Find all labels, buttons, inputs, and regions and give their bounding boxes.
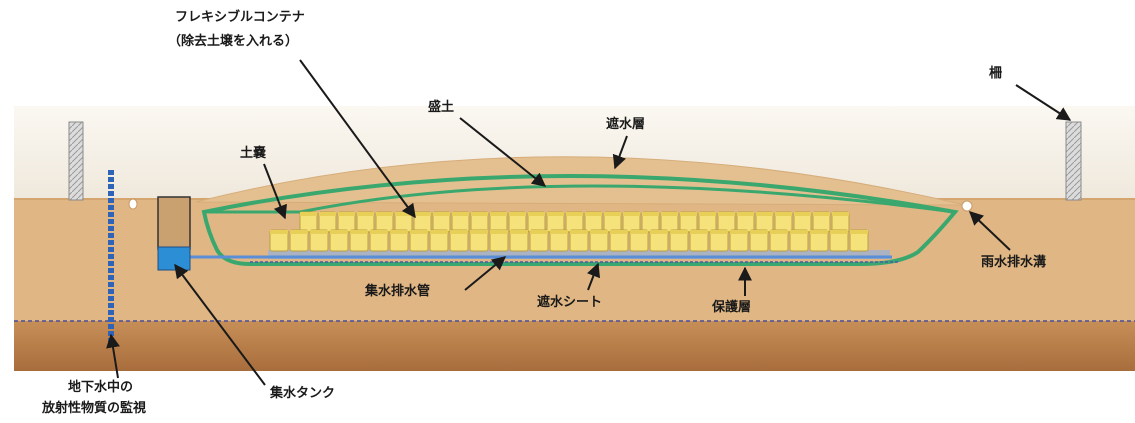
sandbag-label: 土嚢 [240, 146, 267, 161]
container-bag-top [433, 212, 450, 216]
upper-cover-line [204, 184, 956, 214]
container-bag-top [661, 212, 678, 216]
container-bag-top [775, 212, 792, 216]
container-bag-top [850, 230, 868, 234]
waterproof-layer-envelope [201, 174, 959, 266]
container-bag-top [350, 230, 368, 234]
container-bag-top [604, 212, 621, 216]
container-bag-top [680, 212, 697, 216]
container-bag-top [390, 230, 408, 234]
container-bag-top [832, 212, 849, 216]
fence-right [1065, 121, 1082, 201]
collection-tank-shaft [157, 196, 191, 250]
collection-tank [157, 246, 191, 271]
waterproof-layer-label: 遮水層 [606, 117, 646, 132]
container-bag-top [630, 230, 648, 234]
leader-lines [106, 59, 1072, 386]
waterproof-sheet-label: 遮水シート [537, 295, 603, 310]
flexible-container-note-label: （除去土壌を入れる） [168, 34, 299, 49]
container-bag-top [566, 212, 583, 216]
container-bag-top [650, 230, 668, 234]
container-bag-top [790, 230, 808, 234]
collection-tank-label: 集水タンク [270, 386, 336, 401]
container-bag-top [450, 230, 468, 234]
container-bag-top [395, 212, 412, 216]
groundwater-monitoring-label-line2: 放射性物質の監視 [42, 401, 147, 416]
container-bag-top [756, 212, 773, 216]
container-bag-top [452, 212, 469, 216]
container-bag-top [430, 230, 448, 234]
container-bag-top [794, 212, 811, 216]
container-bag-top [770, 230, 788, 234]
container-bag-top [699, 212, 716, 216]
container-bag-top [610, 230, 628, 234]
container-bag-top [670, 230, 688, 234]
flexible-container-label: フレキシブルコンテナ [175, 10, 305, 25]
groundwater-monitoring-label-line1: 地下水中の [68, 380, 134, 395]
container-bag-top [710, 230, 728, 234]
container-bag-top [357, 212, 374, 216]
container-bag-top [530, 230, 548, 234]
container-bag-top [590, 230, 608, 234]
protective-layer-label: 保護層 [712, 300, 752, 315]
container-bag-top [690, 230, 708, 234]
container-bag-top [813, 212, 830, 216]
container-bag-top [338, 212, 355, 216]
container-bag-top [547, 212, 564, 216]
rain-drain-right [961, 200, 973, 212]
container-bag-top [490, 212, 507, 216]
collection-drain-pipe-label: 集水排水管 [365, 284, 431, 299]
container-bag-top [810, 230, 828, 234]
container-bag-top [623, 212, 640, 216]
container-bag-top [642, 212, 659, 216]
container-bag-top [585, 212, 602, 216]
container-bag-top [509, 212, 526, 216]
container-bag-top [730, 230, 748, 234]
rain-drain-label: 雨水排水溝 [981, 255, 1047, 270]
deep-soil-layer [14, 321, 1135, 371]
container-bag-top [550, 230, 568, 234]
container-bag-top [830, 230, 848, 234]
container-bag-top [510, 230, 528, 234]
protective-layer [268, 250, 890, 259]
container-bag-top [270, 230, 288, 234]
container-bag-top [370, 230, 388, 234]
container-bag-top [528, 212, 545, 216]
container-bag-top [490, 230, 508, 234]
container-bag-top [471, 212, 488, 216]
container-bag-top [414, 212, 431, 216]
container-bag-top [737, 212, 754, 216]
fence-label: 柵 [989, 66, 1003, 81]
container-bag-top [300, 212, 317, 216]
container-bag-top [570, 230, 588, 234]
fence-left [68, 121, 84, 201]
container-bag-top [290, 230, 308, 234]
container-bag-top [410, 230, 428, 234]
container-bag-top [376, 212, 393, 216]
rain-drain-left [128, 198, 138, 210]
container-bag-top [330, 230, 348, 234]
container-bag-top [718, 212, 735, 216]
container-bag-top [470, 230, 488, 234]
container-bag-top [319, 212, 336, 216]
mound-label: 盛土 [428, 100, 455, 115]
container-bag-top [310, 230, 328, 234]
flexible-container-stack [269, 211, 869, 252]
container-bag-top [750, 230, 768, 234]
